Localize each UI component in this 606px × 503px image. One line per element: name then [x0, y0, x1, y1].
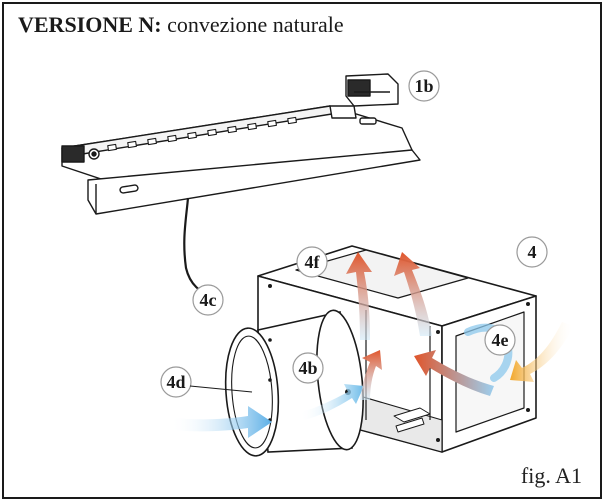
cold-air-arrow — [170, 406, 272, 438]
wall-bracket — [61, 73, 421, 215]
title-version: VERSIONE N: — [18, 12, 162, 37]
callout-4c-label: 4c — [200, 290, 217, 310]
support-cable — [183, 197, 215, 300]
callout-1b: 1b — [408, 70, 440, 102]
callout-4b-label: 4b — [298, 358, 317, 378]
warm-inner-arrow — [414, 350, 494, 396]
callout-4b: 4b — [292, 352, 324, 384]
hot-air-arrow-2 — [394, 252, 432, 336]
callout-4e: 4e — [484, 324, 516, 356]
callout-4c: 4c — [192, 284, 224, 316]
diagram-title: VERSIONE N: convezione naturale — [18, 12, 344, 38]
duct-connector — [224, 309, 364, 457]
callout-4f-label: 4f — [305, 252, 321, 272]
hot-air-arrow-1 — [346, 252, 372, 340]
callout-4d-leader — [189, 385, 253, 393]
callout-4e-label: 4e — [492, 330, 509, 350]
air-flow-arrows — [170, 252, 574, 438]
warm-air-arrow — [510, 322, 574, 382]
callout-4d-label: 4d — [166, 372, 185, 392]
title-description: convezione naturale — [167, 12, 344, 37]
callout-4: 4 — [516, 236, 548, 268]
figure-label: fig. A1 — [520, 463, 582, 488]
callout-4d: 4d — [160, 366, 253, 398]
callout-4f: 4f — [296, 246, 328, 278]
callout-4-label: 4 — [528, 242, 537, 262]
callout-1b-label: 1b — [414, 76, 433, 96]
cold-air-inner-arrow — [300, 384, 364, 420]
hot-air-inner-arrow — [360, 350, 382, 400]
